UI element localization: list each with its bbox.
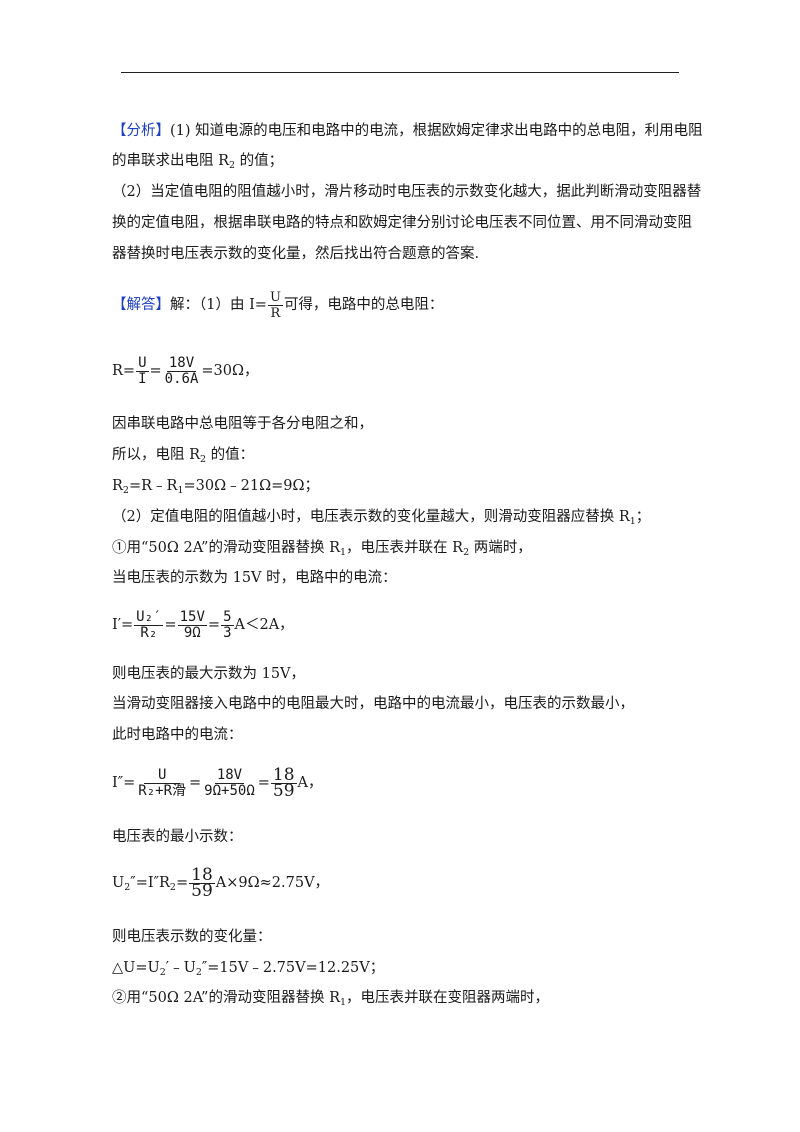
- solution-text-12: △U=U2′﹣U2″=15V﹣2.75V=12.25V；: [112, 960, 385, 978]
- analysis-line-2: 的串联求出电阻 R2 的值；: [112, 153, 284, 171]
- solution-text-8: 当滑动变阻器接入电路中的电阻最大时，电路中的电流最小，电压表的示数最小，: [112, 696, 634, 712]
- analysis-line-4: 换的定值电阻，根据串联电路的特点和欧姆定律分别讨论电压表不同位置、用不同滑动变阻: [112, 215, 692, 231]
- analysis-line-1: 【分析】(1) 知道电源的电压和电路中的电流，根据欧姆定律求出电路中的总电阻，利…: [112, 123, 703, 139]
- analysis-line-3: （2）当定值电阻的阻值越小时，滑片移动时电压表的示数变化越大，据此判断滑动变阻器…: [112, 184, 702, 200]
- solution-text-11: 则电压表示数的变化量：: [112, 929, 272, 945]
- solution-text-1: 因串联电路中总电阻等于各分电阻之和，: [112, 416, 373, 432]
- analysis-tag: 【分析】: [112, 123, 170, 139]
- solution-text-13: ②用“50Ω 2A”的滑动变阻器替换 R1，电压表并联在变阻器两端时，: [112, 990, 550, 1008]
- solution-text-4: （2）定值电阻的阻值越小时，电压表示数的变化量越大，则滑动变阻器应替换 R1；: [112, 509, 651, 527]
- solution-text-3: R2=R﹣R1=30Ω﹣21Ω=9Ω；: [112, 478, 319, 496]
- solution-tag: 【解答】: [112, 297, 170, 313]
- solution-text-9: 此时电路中的电流：: [112, 727, 243, 743]
- solution-text-5: ①用“50Ω 2A”的滑动变阻器替换 R1，电压表并联在 R2 两端时，: [112, 540, 532, 558]
- analysis-line-5: 器替换时电压表示数的变化量，然后找出符合题意的答案.: [112, 246, 480, 262]
- solution-text-6: 当电压表的示数为 15V 时，电路中的电流：: [112, 570, 397, 586]
- solution-text-7: 则电压表的最大示数为 15V，: [112, 666, 306, 682]
- solution-text-10: 电压表的最小示数：: [112, 829, 243, 845]
- header-rule: [121, 72, 679, 73]
- solution-text-2: 所以，电阻 R2 的值：: [112, 447, 255, 465]
